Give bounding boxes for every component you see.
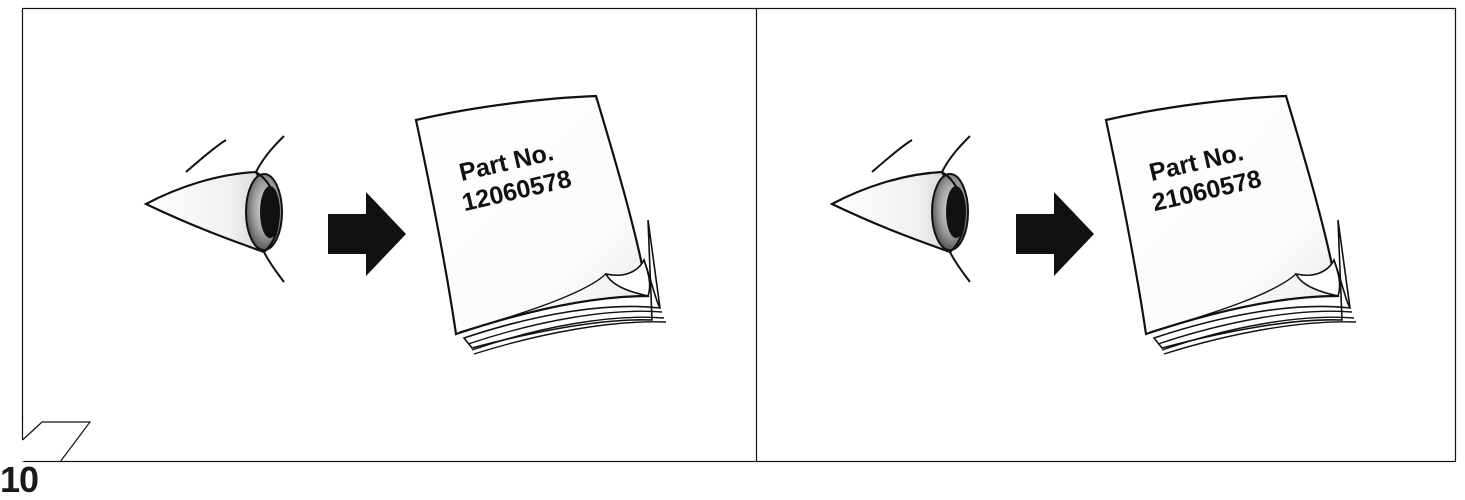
eye-icon <box>832 136 970 282</box>
step-number: 10 <box>0 462 38 498</box>
document-icon: Part No. 12060578 <box>416 96 666 354</box>
step-tab <box>0 416 90 462</box>
document-icon: Part No. 21060578 <box>1106 96 1356 354</box>
arrow-right-icon <box>1016 192 1094 276</box>
panel-left: Part No. 12060578 <box>146 96 666 354</box>
panel-right: Part No. 21060578 <box>832 96 1356 354</box>
eye-icon <box>146 136 284 282</box>
arrow-right-icon <box>328 192 406 276</box>
